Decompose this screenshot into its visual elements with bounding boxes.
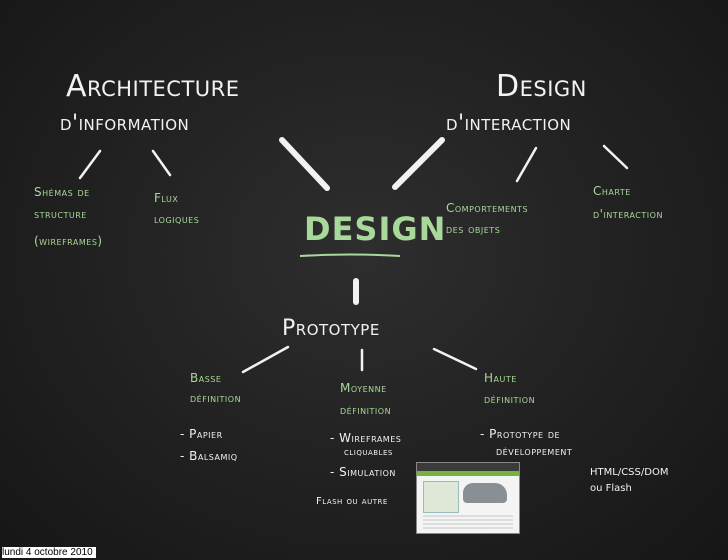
haute-item-developpement: développement [496,444,573,458]
connector-arch-design [279,137,330,191]
item-comportements-line2: des objets [446,222,501,236]
item-schemas-line1: Shémas de [34,185,90,199]
title-architecture: Architecture [66,69,240,104]
prototype-heading: Prototype [282,316,380,341]
connector-arch-flux [151,149,172,177]
item-comportements-line1: Comportements [446,201,529,215]
moyenne-title-line1: Moyenne [340,381,387,395]
moyenne-title-line2: définition [340,403,392,417]
item-schemas-line3: (wireframes) [34,234,103,248]
connector-inter-design [392,137,445,190]
item-charte-line2: d'interaction [593,207,663,221]
haute-title-line2: définition [484,392,536,406]
basse-item-balsamiq: - Balsamiq [180,449,238,463]
haute-item-prototype: - Prototype de [480,427,561,441]
design-underline [299,253,401,257]
item-flux-line1: Flux [154,191,179,205]
haute-note-html: HTML/CSS/DOM [590,467,669,478]
slide-date: lundi 4 octobre 2010 [2,547,96,558]
title-design: Design [496,69,587,104]
connector-inter-comportements [515,146,538,183]
moyenne-item-cliquables: cliquables [344,447,393,458]
item-flux-line2: logiques [154,212,200,226]
moyenne-item-simulation: - Simulation [330,465,396,479]
connector-proto-haute [432,347,478,371]
basse-title-line1: Basse [190,371,222,385]
connector-arch-schemas [78,149,102,180]
haute-note-flash: ou Flash [590,483,632,494]
basse-title-line2: définition [190,391,242,405]
connector-proto-basse [241,345,290,374]
thumbnail-nav [417,471,519,476]
thumbnail-rows [423,515,513,529]
thumbnail-header [417,463,519,471]
basse-item-papier: - Papier [180,427,223,441]
thumbnail-form [423,481,459,513]
moyenne-item-wireframes: - Wireframes [330,431,402,445]
prototype-screenshot-thumbnail [416,462,520,534]
car-image [463,483,507,503]
haute-title-line1: Haute [484,371,517,385]
connector-inter-charte [602,144,629,170]
title-interaction: d'interaction [446,111,572,136]
moyenne-item-flash: Flash ou autre [316,496,388,507]
title-information: d'information [60,111,190,136]
center-design: DESIGN [304,210,447,248]
item-charte-line1: Charte [593,184,631,198]
item-schemas-line2: structure [34,207,87,221]
